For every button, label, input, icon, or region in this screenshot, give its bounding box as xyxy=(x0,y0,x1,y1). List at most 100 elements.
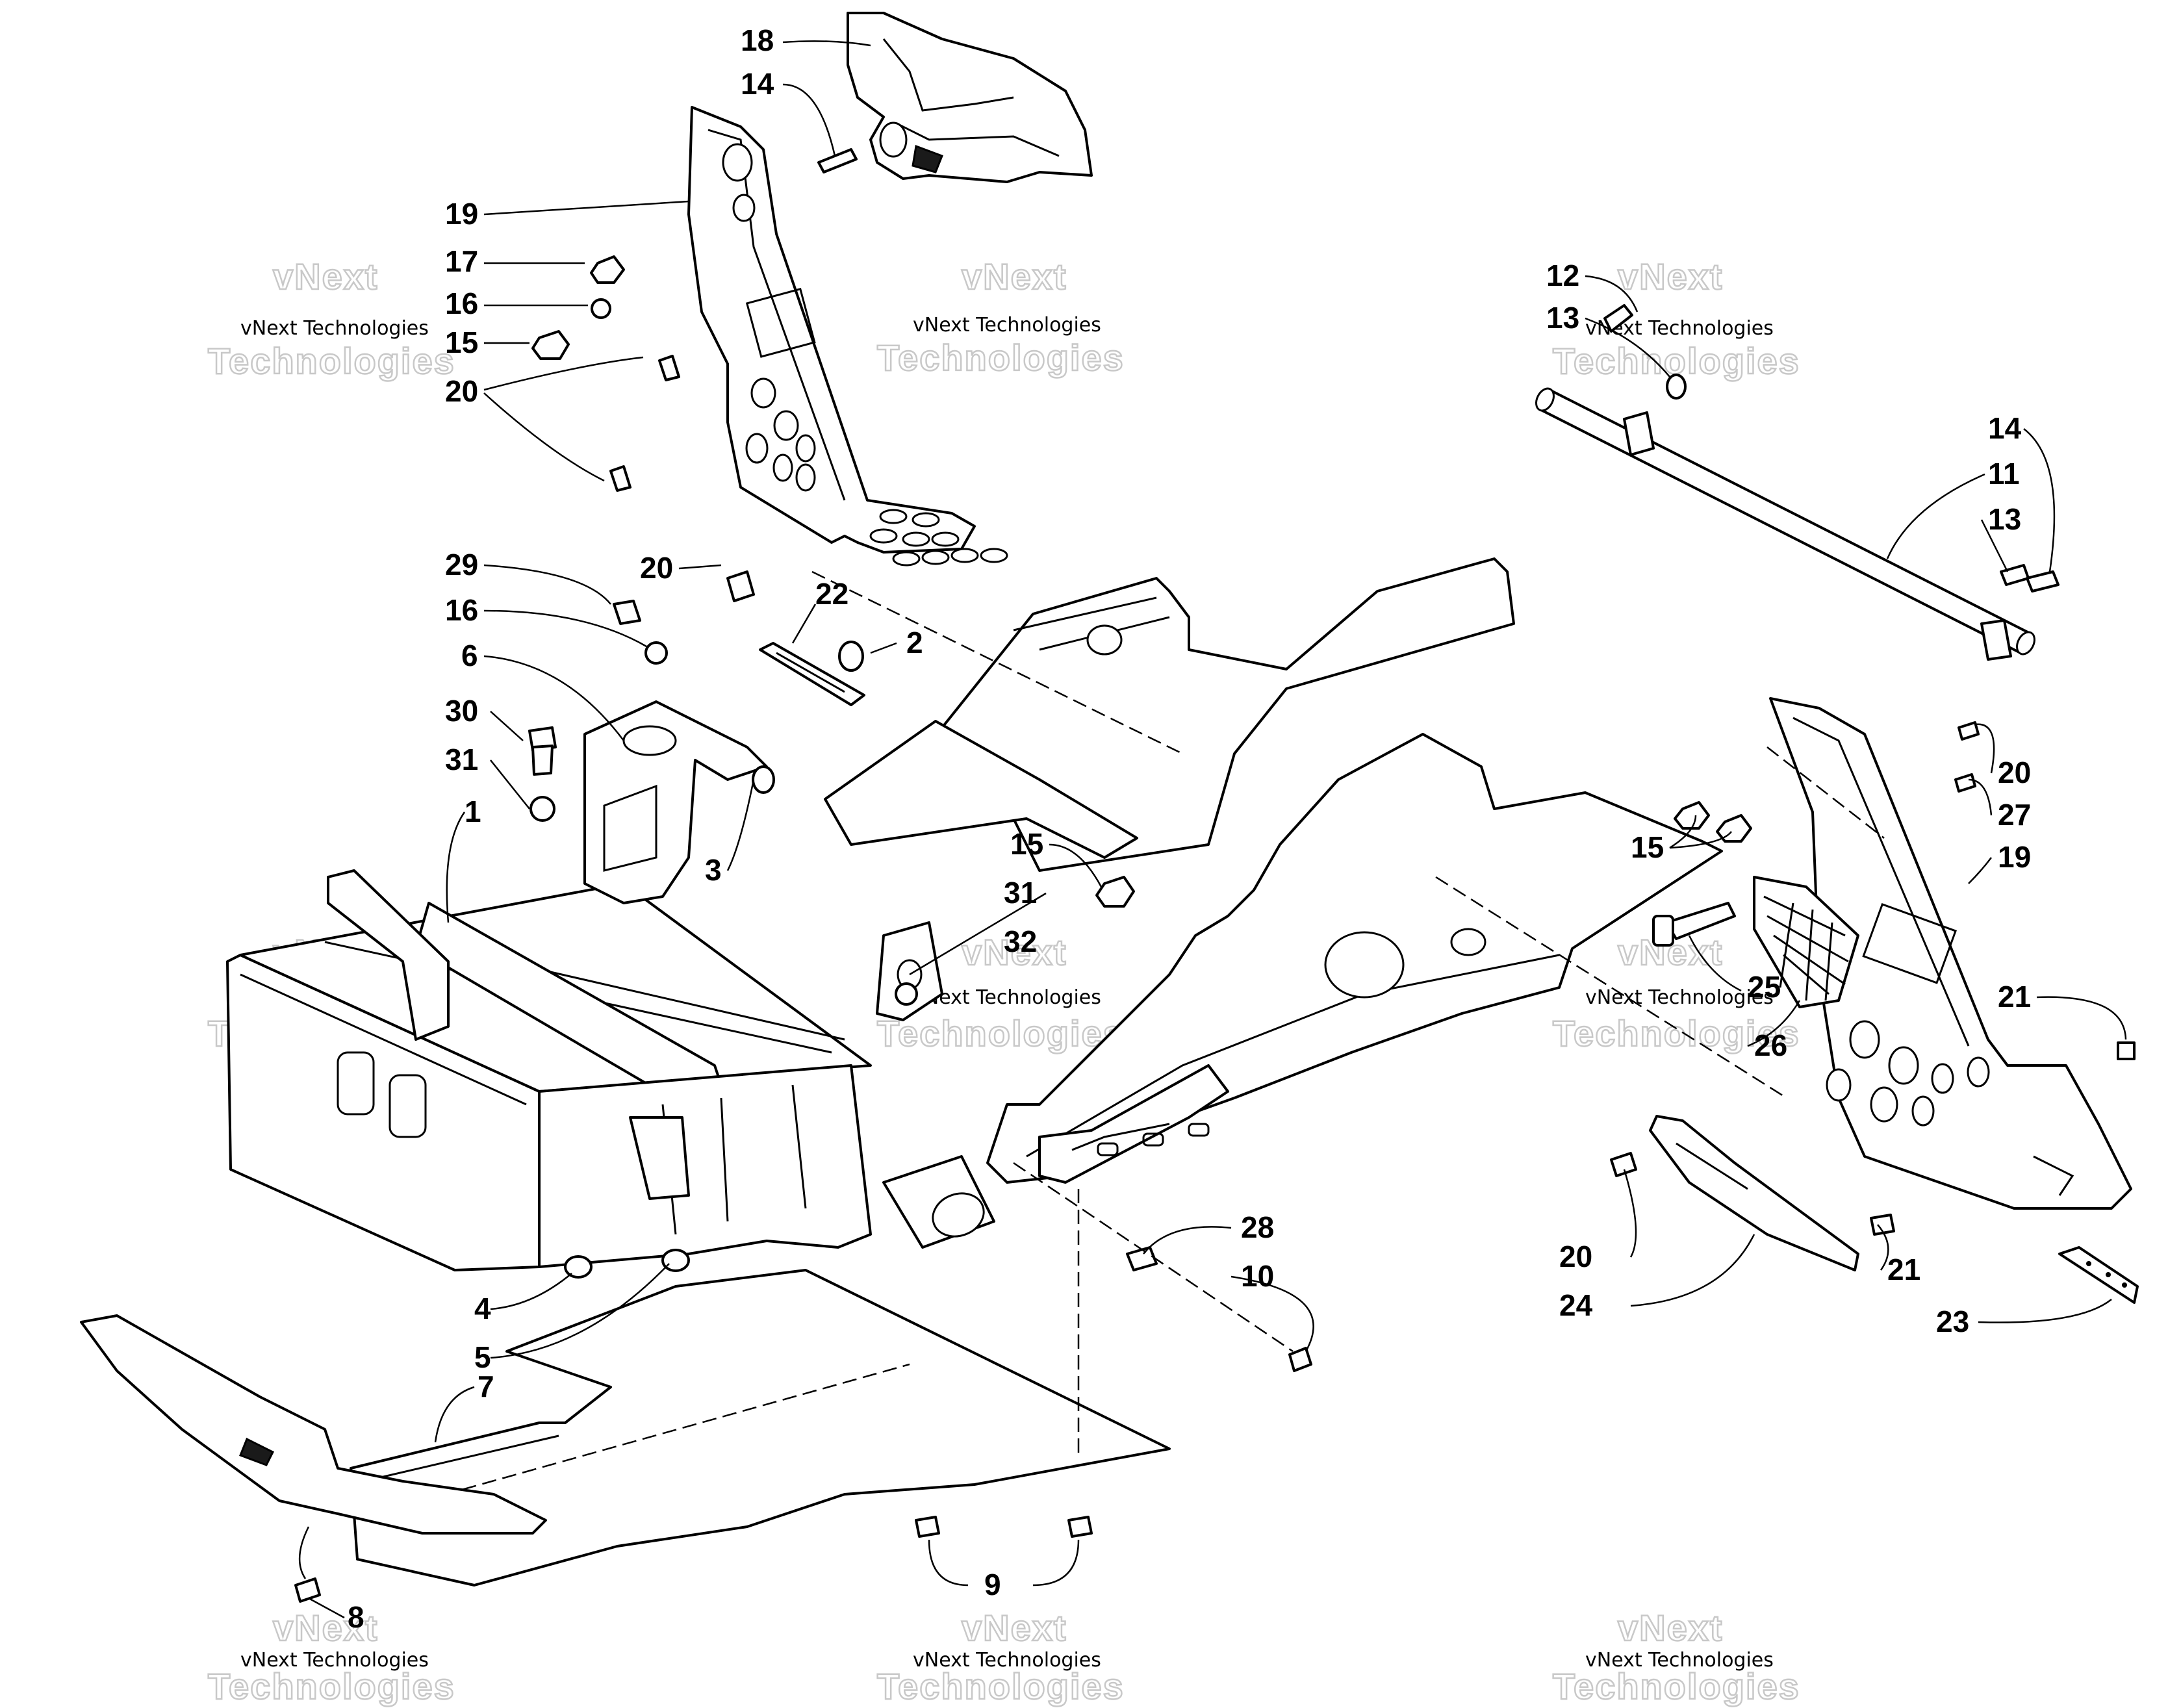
callout-24: 24 xyxy=(1559,1288,1593,1322)
callout-29: 29 xyxy=(445,548,478,581)
watermark-brand-bottom: Technologies xyxy=(877,1013,1125,1054)
washer-icon xyxy=(529,796,555,822)
nut-icon xyxy=(1095,876,1135,908)
spacer-icon xyxy=(564,1255,593,1279)
washer-icon xyxy=(591,298,611,319)
washer-icon xyxy=(895,982,918,1006)
watermark-top-center: vNext vNext Technologies Technologies xyxy=(876,255,1125,379)
part-19-right-steering-support xyxy=(1769,697,2132,1210)
callout-9: 9 xyxy=(984,1568,1001,1601)
screw-icon xyxy=(1067,1516,1093,1538)
callout-2: 2 xyxy=(906,626,923,659)
watermark-brand-bottom: Technologies xyxy=(208,340,455,381)
watermark-layer: vNext vNext Technologies Technologies vN… xyxy=(207,255,1800,1708)
bolt-icon xyxy=(528,726,557,752)
watermark-brand: vNext xyxy=(273,1607,379,1648)
fasteners xyxy=(294,148,2136,1603)
part-18-shroud xyxy=(847,12,1093,183)
watermark-brand-bottom: Technologies xyxy=(877,1666,1125,1707)
callout-3: 3 xyxy=(705,853,722,887)
callout-26: 26 xyxy=(1754,1028,1787,1062)
callout-7: 7 xyxy=(478,1370,494,1403)
watermark-bottom-right: vNext vNext Technologies Technologies xyxy=(1552,1607,1800,1708)
leader-lines xyxy=(298,40,2127,1619)
callout-16: 16 xyxy=(445,287,478,320)
callout-12: 12 xyxy=(1546,259,1579,292)
callout-17: 17 xyxy=(445,244,478,278)
callout-1: 1 xyxy=(465,795,481,828)
callout-6: 6 xyxy=(461,639,478,672)
clip-icon xyxy=(1126,1246,1158,1271)
callout-20: 20 xyxy=(1559,1240,1592,1273)
spacer-icon xyxy=(838,641,864,672)
watermark-company: vNext Technologies xyxy=(913,1649,1101,1672)
spacer-icon xyxy=(1666,374,1687,400)
watermark-brand: vNext xyxy=(1618,1607,1724,1648)
callout-20: 20 xyxy=(445,374,478,408)
callout-30: 30 xyxy=(445,694,478,728)
callout-20: 20 xyxy=(640,551,673,585)
bolt-shank-icon xyxy=(531,745,554,776)
part-22-strip xyxy=(759,642,865,706)
watermark-company: vNext Technologies xyxy=(240,1649,429,1672)
callout-20: 20 xyxy=(1998,756,2031,789)
bolt-icon xyxy=(817,148,858,173)
watermark-brand: vNext xyxy=(962,256,1067,297)
bolt-icon xyxy=(613,600,641,625)
bolt-icon xyxy=(2026,570,2060,593)
nut-icon xyxy=(1716,814,1752,843)
callout-8: 8 xyxy=(348,1600,364,1634)
screw-icon xyxy=(294,1577,321,1603)
watermark-top-left: vNext vNext Technologies Technologies xyxy=(207,255,455,383)
part-8-skid xyxy=(80,1314,547,1535)
washer-icon xyxy=(644,641,668,665)
part-24-lower-bracket xyxy=(1649,1115,1859,1271)
callout-21: 21 xyxy=(1887,1253,1920,1286)
watermark-brand-bottom: Technologies xyxy=(877,337,1125,378)
watermark-mid-right: vNext vNext Technologies Technologies xyxy=(1552,931,1800,1055)
callout-10: 10 xyxy=(1241,1259,1274,1293)
rivet-icon xyxy=(1610,1152,1637,1177)
callout-13: 13 xyxy=(1546,301,1579,335)
callout-25: 25 xyxy=(1748,970,1781,1004)
part-7-belly-pan xyxy=(350,1269,1171,1587)
spacer-icon xyxy=(661,1249,690,1272)
callout-15: 15 xyxy=(445,325,478,359)
rivet-icon xyxy=(1958,721,1980,741)
watermark-brand: vNext xyxy=(273,256,379,297)
rivet-icon xyxy=(726,570,755,602)
rivet-icon xyxy=(1870,1214,1895,1236)
watermark-company: vNext Technologies xyxy=(1585,1649,1774,1672)
nut-icon xyxy=(590,255,625,284)
callout-5: 5 xyxy=(474,1340,491,1374)
callout-23: 23 xyxy=(1936,1305,1969,1338)
part-19-left-steering-support xyxy=(687,106,1008,567)
callout-18: 18 xyxy=(741,23,774,57)
watermark-brand-bottom: Technologies xyxy=(1553,1013,1800,1054)
callout-19: 19 xyxy=(1998,840,2031,874)
part-chassis-tunnel xyxy=(824,557,1723,1184)
watermark-bottom-center: vNext vNext Technologies Technologies xyxy=(876,1607,1125,1708)
rivet-icon xyxy=(1288,1347,1312,1372)
callout-15: 15 xyxy=(1631,830,1664,864)
rivet-icon xyxy=(2117,1041,2136,1060)
watermark-brand-bottom: Technologies xyxy=(1553,1666,1800,1707)
callout-31: 31 xyxy=(445,743,478,776)
watermark-bottom-left: vNext vNext Technologies Technologies xyxy=(207,1607,455,1708)
callout-14: 14 xyxy=(741,67,774,101)
watermark-brand: vNext xyxy=(962,932,1067,973)
nut-icon xyxy=(1674,801,1710,830)
part-1-chassis xyxy=(226,869,872,1271)
callout-27: 27 xyxy=(1998,798,2031,832)
callout-19: 19 xyxy=(445,197,478,231)
rivet-icon xyxy=(658,355,680,381)
part-26-mesh-grille xyxy=(1753,876,1859,1008)
callout-15: 15 xyxy=(1010,827,1043,861)
callout-labels: 18 14 19 17 16 15 20 29 16 20 22 2 6 30 … xyxy=(348,23,2031,1634)
callout-11: 11 xyxy=(1988,457,2020,491)
callout-4: 4 xyxy=(474,1292,491,1325)
callout-14: 14 xyxy=(1988,411,2022,445)
callout-31: 31 xyxy=(1004,876,1037,910)
watermark-top-right: vNext vNext Technologies Technologies xyxy=(1552,255,1800,383)
